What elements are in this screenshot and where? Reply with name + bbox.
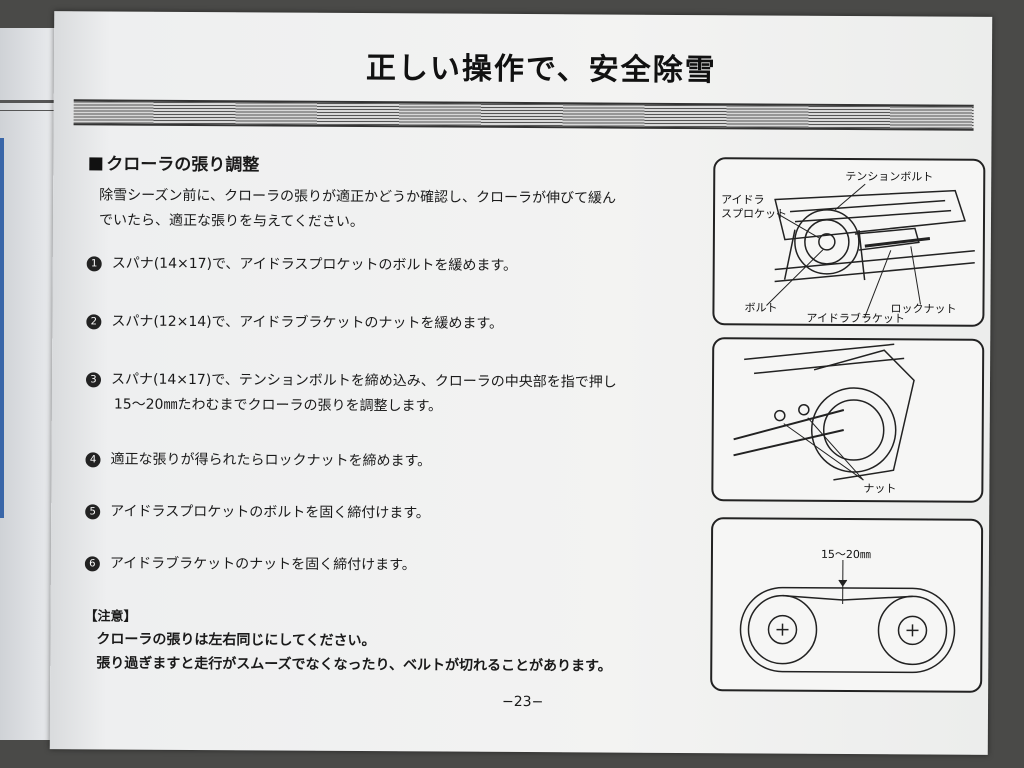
step-text: スパナ(14×17)で、アイドラスプロケットのボルトを緩めます。 [111,255,518,274]
step-text: 適正な張りが得られたらロックナットを締めます。 [110,451,432,470]
step-item: 3 スパナ(14×17)で、テンションボルトを締め込み、クローラの中央部を指で押し… [85,367,696,421]
caution-line: 張り過ぎますと走行がスムーズでなくなったり、ベルトが切れることがあります。 [96,655,612,675]
crawler-deflection-illustration: 15〜20㎜ [739,548,956,674]
step-number-badge: 1 [86,256,102,272]
label-idler-bracket: アイドラブラケット [806,311,905,325]
step-item: 2 スパナ(12×14)で、アイドラブラケットのナットを緩めます。 [86,309,696,338]
label-nut: ナット [863,482,896,495]
section-title-text: クローラの張り調整 [106,154,260,176]
left-page-rule [0,110,60,111]
label-deflection: 15〜20㎜ [821,548,871,561]
manual-page: 正しい操作で、安全除雪 クローラの張り調整 除雪シーズン前に、クローラの張りが適… [49,11,993,755]
intro-line: でいたら、適正な張りを与えてください。 [98,212,364,231]
step-item: 4 適正な張りが得られたらロックナットを締めます。 [85,447,695,476]
page-number: −23− [502,693,544,711]
caution-text: クローラの張りは左右同じにしてください。 張り過ぎますと走行がスムーズでなくなっ… [96,627,612,678]
label-sprocket: スプロケット [721,207,787,220]
step-number-badge: 5 [85,504,101,520]
caution-line: クローラの張りは左右同じにしてください。 [96,631,376,650]
step-text: アイドラブラケットのナットを固く締付けます。 [109,555,416,574]
left-page-rule [0,100,60,103]
idler-assembly-illustration: テンションボルト アイドラ スプロケット ボルト ロックナット アイドラブラケッ… [721,170,975,325]
page-header-title: 正しい操作で、安全除雪 [365,51,717,89]
square-bullet-icon [89,157,103,171]
step-item: 5 アイドラスプロケットのボルトを固く締付けます。 [85,499,695,528]
intro-paragraph: 除雪シーズン前に、クローラの張りが適正かどうか確認し、クローラが伸びて緩ん でい… [99,183,699,237]
step-number-badge: 4 [85,452,101,468]
figure-idler-assembly: テンションボルト アイドラ スプロケット ボルト ロックナット アイドラブラケッ… [712,157,986,327]
step-text-continued: 15〜20㎜たわむまでクローラの張りを調整します。 [113,396,443,415]
left-page-blue-strip [0,138,4,518]
figure-crawler-deflection: 15〜20㎜ [710,517,984,693]
step-text: スパナ(12×14)で、アイドラブラケットのナットを緩めます。 [111,313,504,332]
caution-heading: 【注意】 [84,609,137,625]
label-tension-bolt: テンションボルト [845,170,933,184]
intro-line: 除雪シーズン前に、クローラの張りが適正かどうか確認し、クローラが伸びて緩ん [99,187,617,207]
step-item: 1 スパナ(14×17)で、アイドラスプロケットのボルトを緩めます。 [86,251,697,280]
bracket-nut-illustration: ナット [733,343,915,495]
figure-bracket-nut: ナット [711,337,985,503]
label-lock-nut: ロックナット [890,302,956,315]
step-number-badge: 3 [85,372,102,388]
step-text: スパナ(14×17)で、テンションボルトを締め込み、クローラの中央部を指で押し [110,371,617,391]
header-band [73,99,974,131]
step-number-badge: 6 [84,556,100,572]
step-text: アイドラスプロケットのボルトを固く締付けます。 [110,503,430,522]
label-idler: アイドラ [721,193,765,206]
section-heading: クローラの張り調整 [89,149,259,175]
step-number-badge: 2 [86,314,102,330]
step-item: 6 アイドラブラケットのナットを固く締付けます。 [84,551,695,580]
label-bolt: ボルト [744,301,777,314]
